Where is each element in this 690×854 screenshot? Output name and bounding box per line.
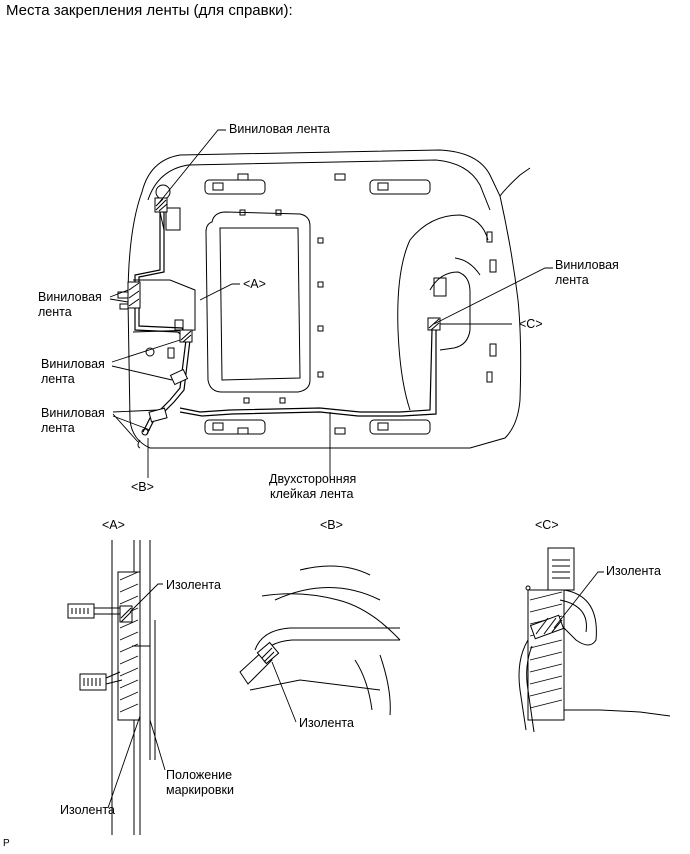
- detail-b-tape: Изолента: [299, 716, 354, 730]
- callout-c: <C>: [519, 317, 543, 331]
- detail-b: [239, 565, 401, 723]
- label-vinyl-tape-left-1b: лента: [38, 305, 72, 319]
- label-double-tape-1: Двухсторонняя: [269, 472, 357, 486]
- detail-a-heading: <A>: [102, 518, 125, 532]
- detail-c-tape: Изолента: [606, 564, 661, 578]
- detail-a-marking-1: Положение: [166, 768, 233, 782]
- label-vinyl-tape-top: Виниловая лента: [229, 122, 330, 136]
- callout-b: <B>: [131, 480, 154, 494]
- figure-code: P: [3, 838, 10, 849]
- label-vinyl-tape-left-1a: Виниловая: [38, 290, 102, 304]
- detail-c-heading: <C>: [535, 518, 559, 532]
- callout-a: <A>: [243, 277, 266, 291]
- label-vinyl-tape-right-b: лента: [555, 273, 589, 287]
- detail-a-marking-2: маркировки: [166, 783, 234, 797]
- detail-a: [67, 540, 166, 835]
- label-vinyl-tape-left-2a: Виниловая: [41, 357, 105, 371]
- label-vinyl-tape-right-a: Виниловая: [555, 258, 619, 272]
- label-double-tape-2: клейкая лента: [270, 487, 354, 501]
- page-title: Места закрепления ленты (для справки):: [6, 2, 293, 19]
- main-leaders: [109, 129, 553, 478]
- roof-headliner: [127, 149, 531, 449]
- detail-b-heading: <B>: [320, 518, 343, 532]
- detail-c: [518, 547, 671, 733]
- label-vinyl-tape-left-3a: Виниловая: [41, 406, 105, 420]
- detail-a-tape-top: Изолента: [166, 578, 221, 592]
- label-vinyl-tape-left-3b: лента: [41, 421, 75, 435]
- detail-a-tape-bottom: Изолента: [60, 803, 115, 817]
- tape-marks-main: [117, 197, 441, 436]
- label-vinyl-tape-left-2b: лента: [41, 372, 75, 386]
